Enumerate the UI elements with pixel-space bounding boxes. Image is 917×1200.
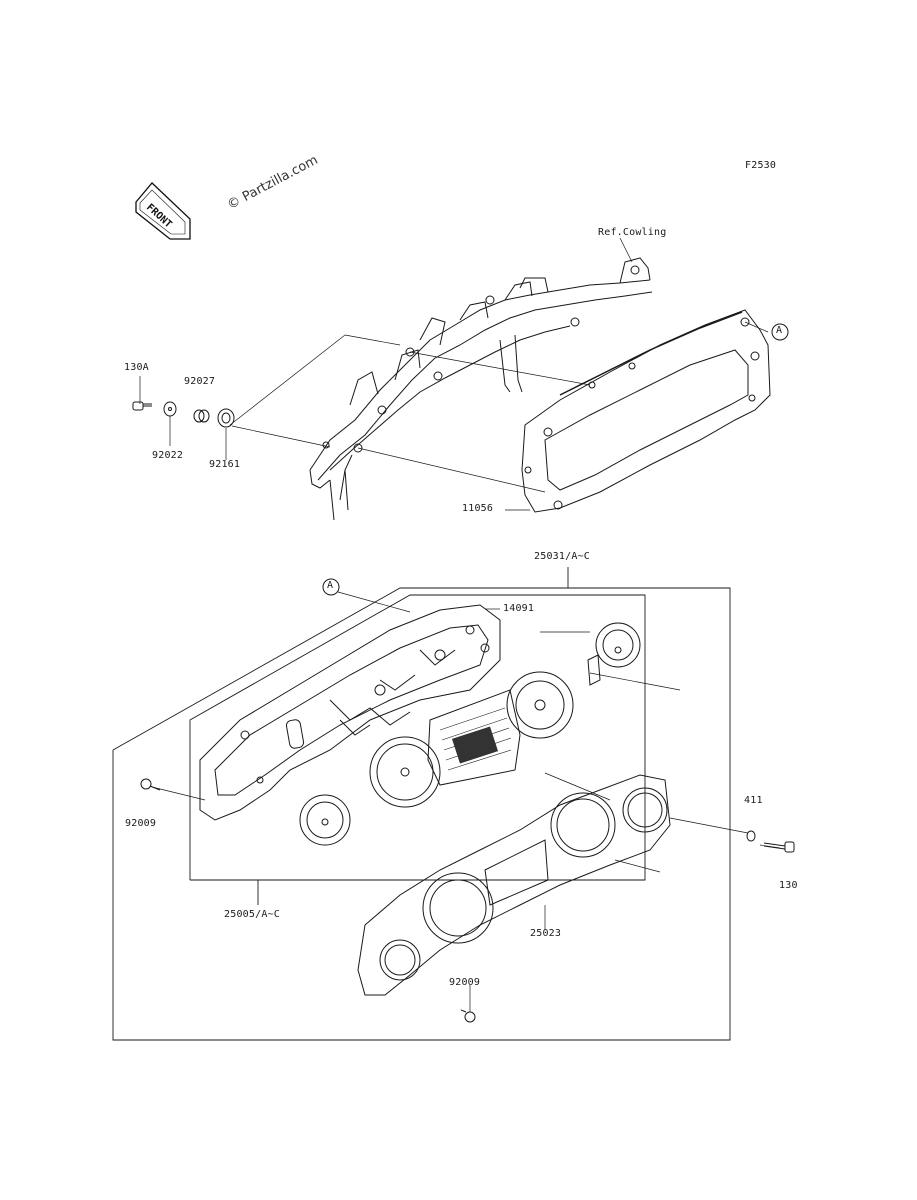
gauge-faces xyxy=(299,622,641,846)
part-label-92027: 92027 xyxy=(184,376,216,387)
part-label-14091: 14091 xyxy=(503,603,535,614)
ref-circle-a-upper xyxy=(771,323,789,341)
bolt-130-icon xyxy=(763,841,795,853)
part-label-92009-bottom: 92009 xyxy=(449,977,481,988)
leader-lines-lower xyxy=(151,591,781,1012)
front-arrow-icon: FRONT xyxy=(135,182,191,240)
lens-cover-25023 xyxy=(357,774,671,996)
assembly-outline-25005 xyxy=(189,594,646,905)
part-label-92009-left: 92009 xyxy=(125,818,157,829)
screw-92009-left-icon xyxy=(140,778,161,791)
part-label-25023: 25023 xyxy=(530,928,562,939)
ref-cowling-note: Ref.Cowling xyxy=(598,227,667,238)
grommet-92161-icon xyxy=(217,408,235,428)
washer-92022-icon xyxy=(163,401,177,417)
upper-panel-11056 xyxy=(521,309,771,513)
meter-bracket xyxy=(309,257,653,521)
part-label-25005: 25005/A~C xyxy=(224,909,280,920)
figure-code: F2530 xyxy=(745,160,777,171)
collar-92027-icon xyxy=(193,409,210,423)
part-label-92022: 92022 xyxy=(152,450,184,461)
part-label-11056: 11056 xyxy=(462,503,494,514)
part-label-130: 130 xyxy=(779,880,798,891)
part-label-25031: 25031/A~C xyxy=(534,551,590,562)
meter-case-14091 xyxy=(199,604,501,821)
washer-411-icon xyxy=(746,830,756,842)
leader-lines-upper xyxy=(139,237,769,511)
bolt-130A-icon xyxy=(132,401,152,411)
assembly-outline-25031 xyxy=(112,567,731,1041)
ref-a-lower-label: A xyxy=(327,580,334,591)
part-label-92161: 92161 xyxy=(209,459,241,470)
part-label-130A: 130A xyxy=(124,362,149,373)
ref-circle-a-lower xyxy=(322,578,340,596)
screw-92009-bottom-icon xyxy=(460,1009,476,1023)
ref-a-upper-label: A xyxy=(776,325,783,336)
part-label-411: 411 xyxy=(744,795,763,806)
